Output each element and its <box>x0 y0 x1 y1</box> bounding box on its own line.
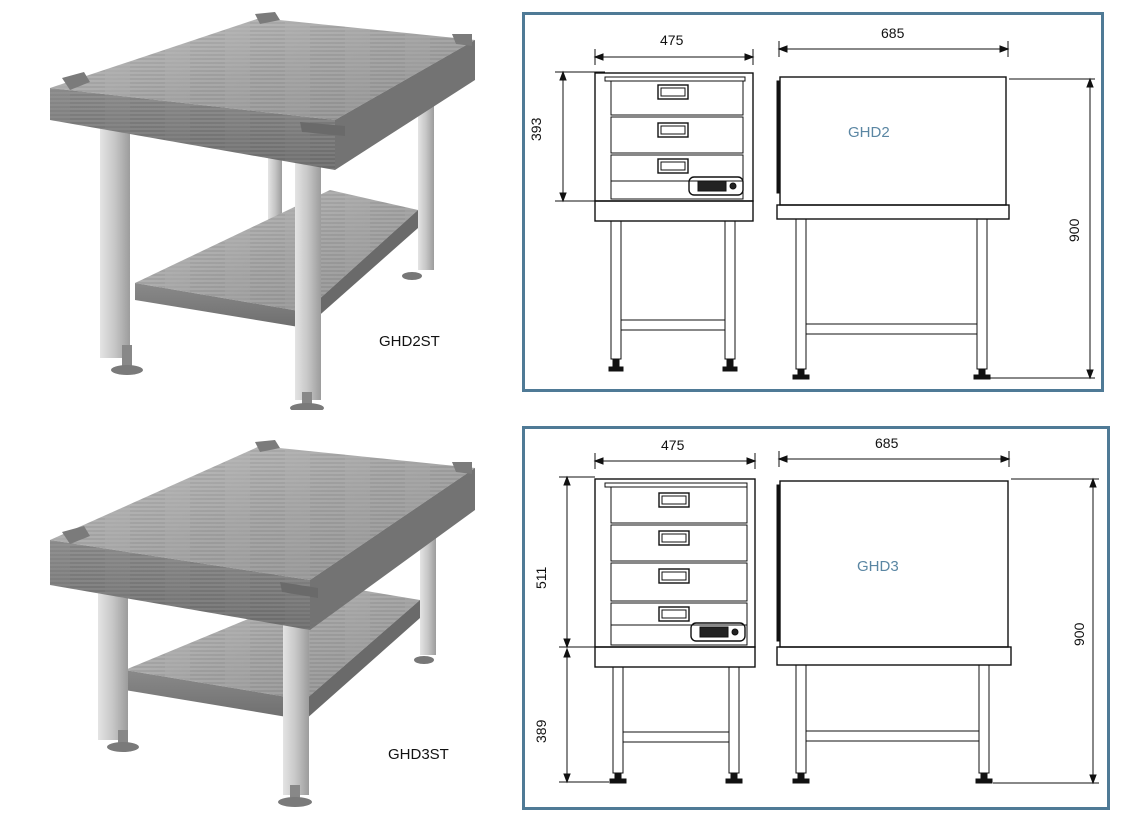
width-dimension: 475 <box>661 437 685 453</box>
total-height-dimension: 900 <box>1071 622 1087 646</box>
ghd3-dimension-drawing: 475 685 511 389 900 GHD3 <box>522 426 1110 810</box>
unit-height-dimension: 393 <box>528 117 544 141</box>
width-dimension: 475 <box>660 32 684 48</box>
stand-label: GHD2ST <box>379 333 440 350</box>
model-label: GHD2 <box>848 124 890 141</box>
model-label: GHD3 <box>857 558 899 575</box>
total-height-dimension: 900 <box>1066 218 1082 242</box>
ghd2st-stand-render: GHD2ST <box>0 0 520 410</box>
stand-label: GHD3ST <box>388 746 449 763</box>
ghd3st-stand-render: GHD3ST <box>0 420 520 820</box>
ghd2-dimension-drawing: 475 685 393 900 GHD2 <box>522 12 1104 392</box>
depth-dimension: 685 <box>881 25 905 41</box>
unit-height-dimension: 511 <box>533 566 549 589</box>
depth-dimension: 685 <box>875 435 899 451</box>
stand-height-dimension: 389 <box>533 719 549 743</box>
